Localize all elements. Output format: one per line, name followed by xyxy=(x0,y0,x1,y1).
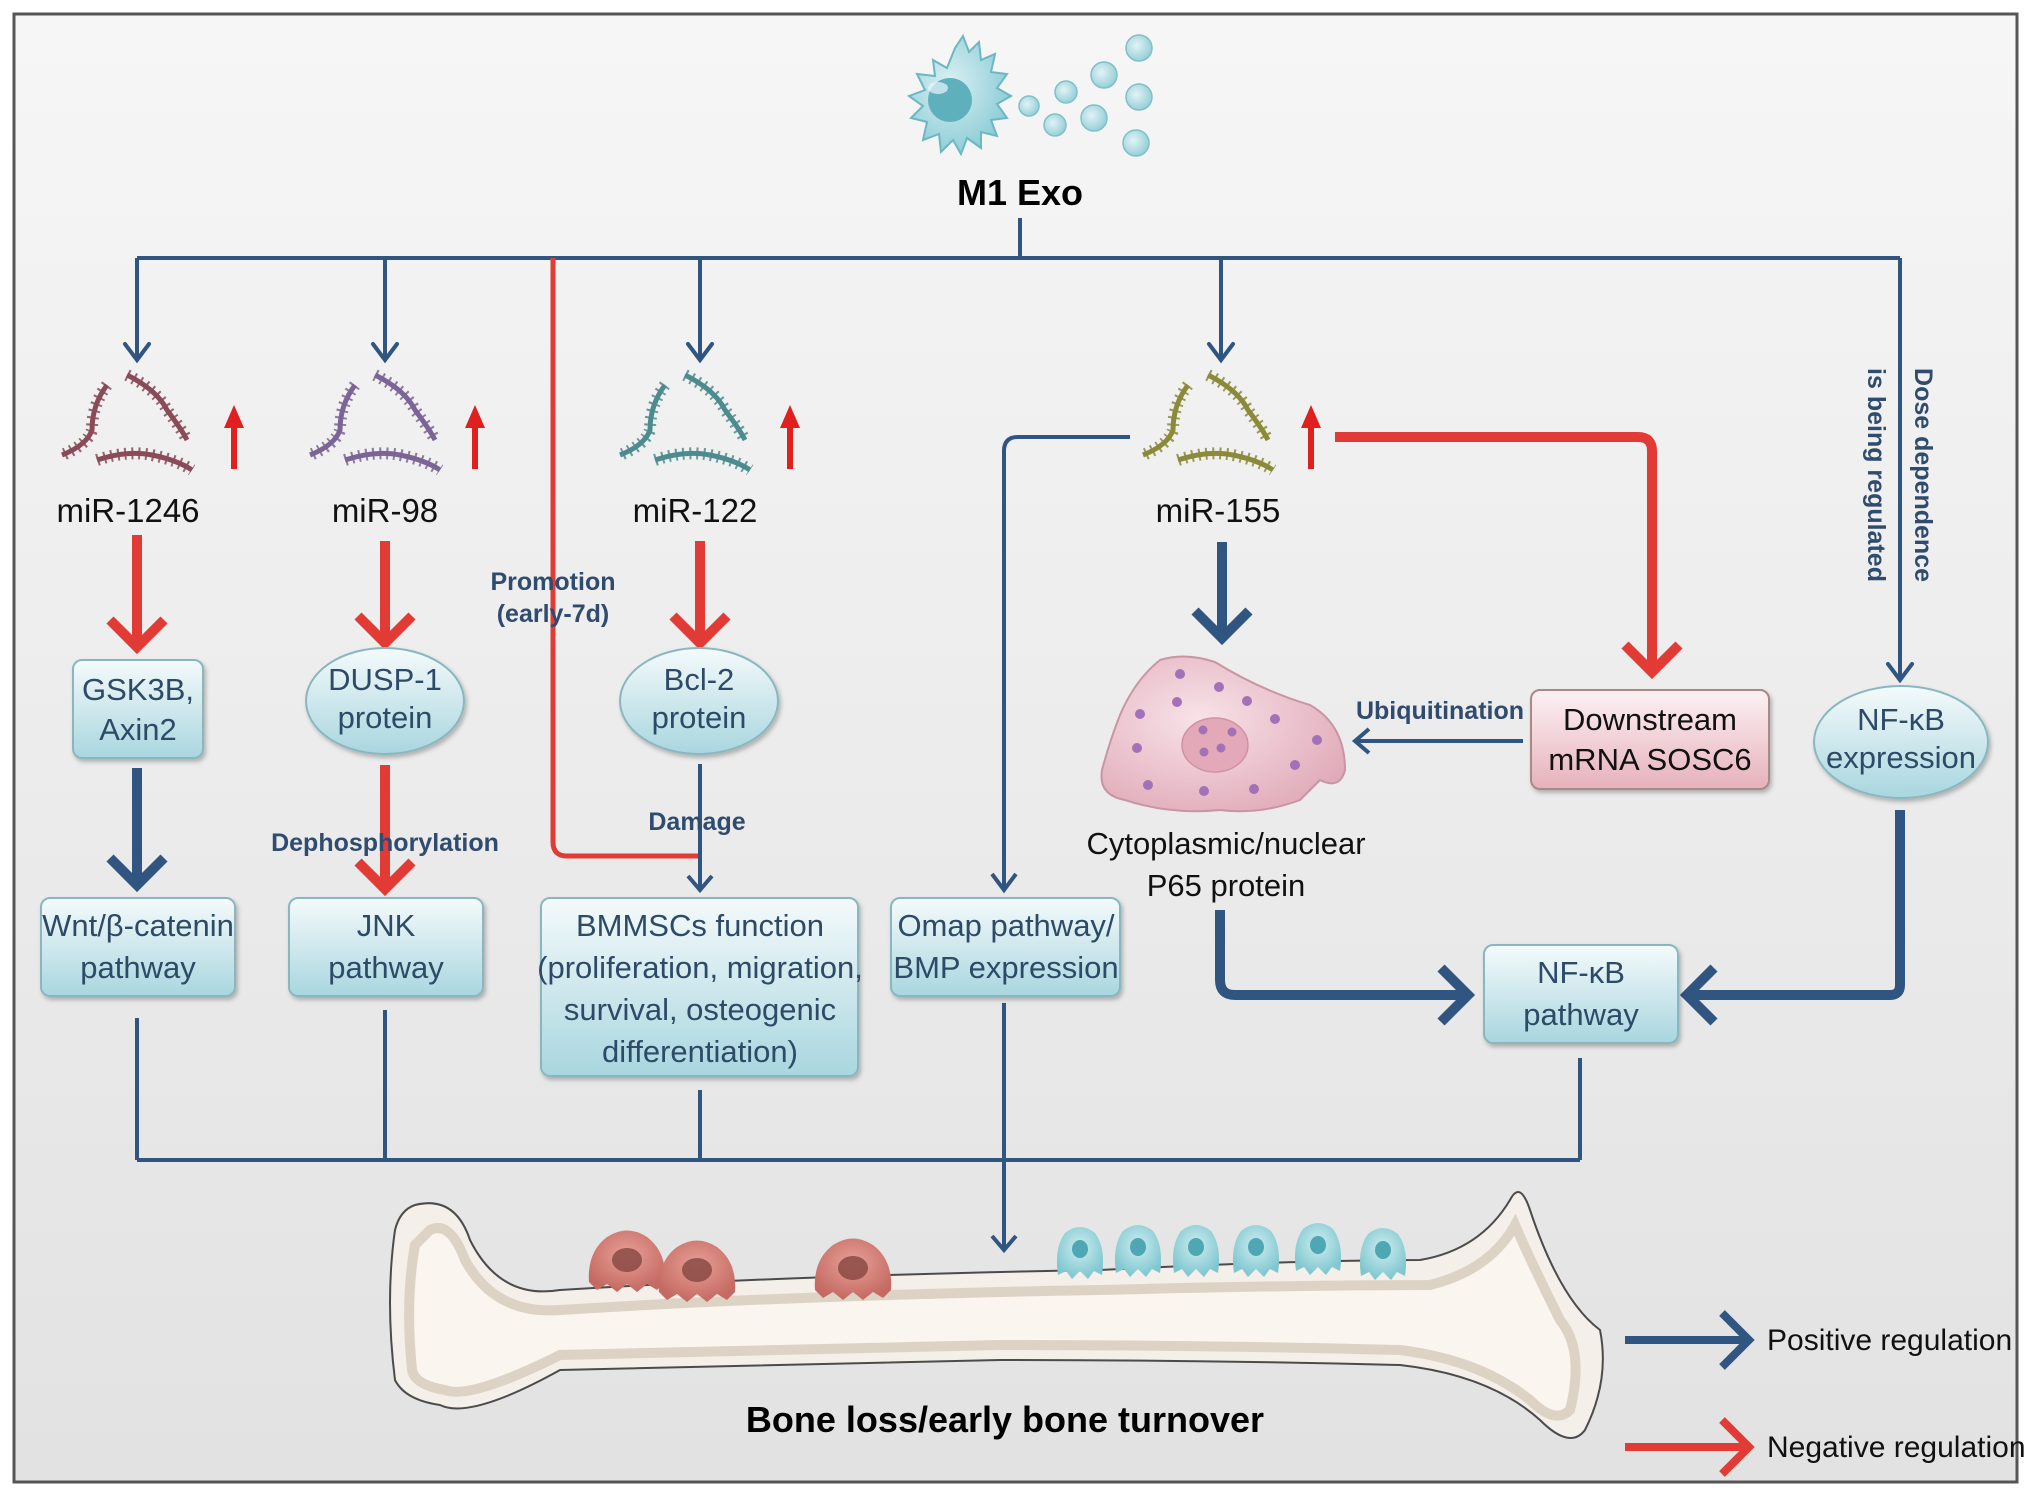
mir-155-rna-icon xyxy=(1140,369,1277,476)
exosome-vesicles-icon xyxy=(1018,34,1153,157)
mir-98-rna-icon xyxy=(307,369,444,476)
osteoblast-cell-icon xyxy=(1359,1228,1407,1280)
mir-1246-up-arrow-icon xyxy=(224,405,244,469)
nfkb-expression-ellipse xyxy=(1813,685,1989,799)
legend-negative-label: Negative regulation xyxy=(1767,1431,2026,1464)
osteoblast-cell-icon xyxy=(1232,1225,1280,1277)
legend-positive-label: Positive regulation xyxy=(1767,1324,2012,1357)
mir-122-rna-icon xyxy=(617,369,754,476)
ubiquitination-label: Ubiquitination xyxy=(1356,697,1524,725)
svg-text:is being regulated: is being regulated xyxy=(1862,368,1890,582)
mir-1246-label: miR-1246 xyxy=(56,492,199,529)
p65-cell-icon xyxy=(1100,655,1347,813)
legend-negative-arrow-icon xyxy=(1625,1417,1755,1477)
osteoclast-cell-icon xyxy=(588,1230,666,1292)
bmmsc-function-box xyxy=(540,897,859,1077)
nfkb-pathway-box xyxy=(1483,944,1679,1044)
mir-155-up-arrow-icon xyxy=(1301,405,1321,469)
dusp1-protein-ellipse xyxy=(305,647,465,755)
dephosphorylation-label: Dephosphorylation xyxy=(271,829,499,857)
mir-1246-rna-icon xyxy=(59,369,196,476)
upregulation-arrows xyxy=(224,405,1321,469)
osteoblast-cell-icon xyxy=(1114,1225,1162,1277)
mir-98-label: miR-98 xyxy=(332,492,438,529)
promotion-label: Promotion(early-7d) xyxy=(491,568,616,628)
downstream-sosc6-box xyxy=(1530,689,1770,790)
omap-bmp-box xyxy=(890,897,1121,997)
mir-155-label: miR-155 xyxy=(1156,492,1281,529)
legend: Positive regulation Negative regulation xyxy=(1625,1310,2026,1477)
legend-positive-arrow-icon xyxy=(1625,1310,1755,1370)
promotion-line xyxy=(550,258,700,859)
svg-text:Dose dependence: Dose dependence xyxy=(1909,368,1937,582)
negative-arrows xyxy=(106,432,1683,897)
osteoclast-cell-icon xyxy=(814,1238,892,1300)
jnk-pathway-box xyxy=(288,897,484,997)
gsk3b-axin2-text: GSK3B,Axin2 xyxy=(82,672,194,747)
osteoclast-cell-icon xyxy=(658,1240,736,1302)
gsk3b-axin2-box xyxy=(72,659,204,759)
osteoblast-cell-icon xyxy=(1056,1227,1104,1279)
bone-surface-cells xyxy=(588,1223,1407,1302)
mir-122-up-arrow-icon xyxy=(780,405,800,469)
m1-exo-title: M1 Exo xyxy=(957,172,1083,213)
damage-label: Damage xyxy=(648,808,745,836)
wnt-pathway-box xyxy=(40,897,236,997)
mir-122-label: miR-122 xyxy=(633,492,758,529)
macrophage-icon xyxy=(906,33,1014,157)
positive-thick-arrows xyxy=(106,542,1905,1026)
bcl2-protein-ellipse xyxy=(619,647,779,755)
mir-98-up-arrow-icon xyxy=(465,405,485,469)
bmmsc-function-text: BMMSCs function(proliferation, migration… xyxy=(537,908,863,1069)
osteoblast-cell-icon xyxy=(1172,1225,1220,1277)
positive-thin-arrows xyxy=(135,435,1582,1254)
top-distribution-lines xyxy=(135,218,1902,678)
dose-dependence-label: Dose dependence is being regulated xyxy=(1862,368,1937,582)
osteoblast-cell-icon xyxy=(1294,1223,1342,1275)
omap-bmp-text: Omap pathway/BMP expression xyxy=(893,908,1118,985)
top-arrowheads xyxy=(123,342,1914,684)
bone-outcome-label: Bone loss/early bone turnover xyxy=(746,1399,1264,1440)
